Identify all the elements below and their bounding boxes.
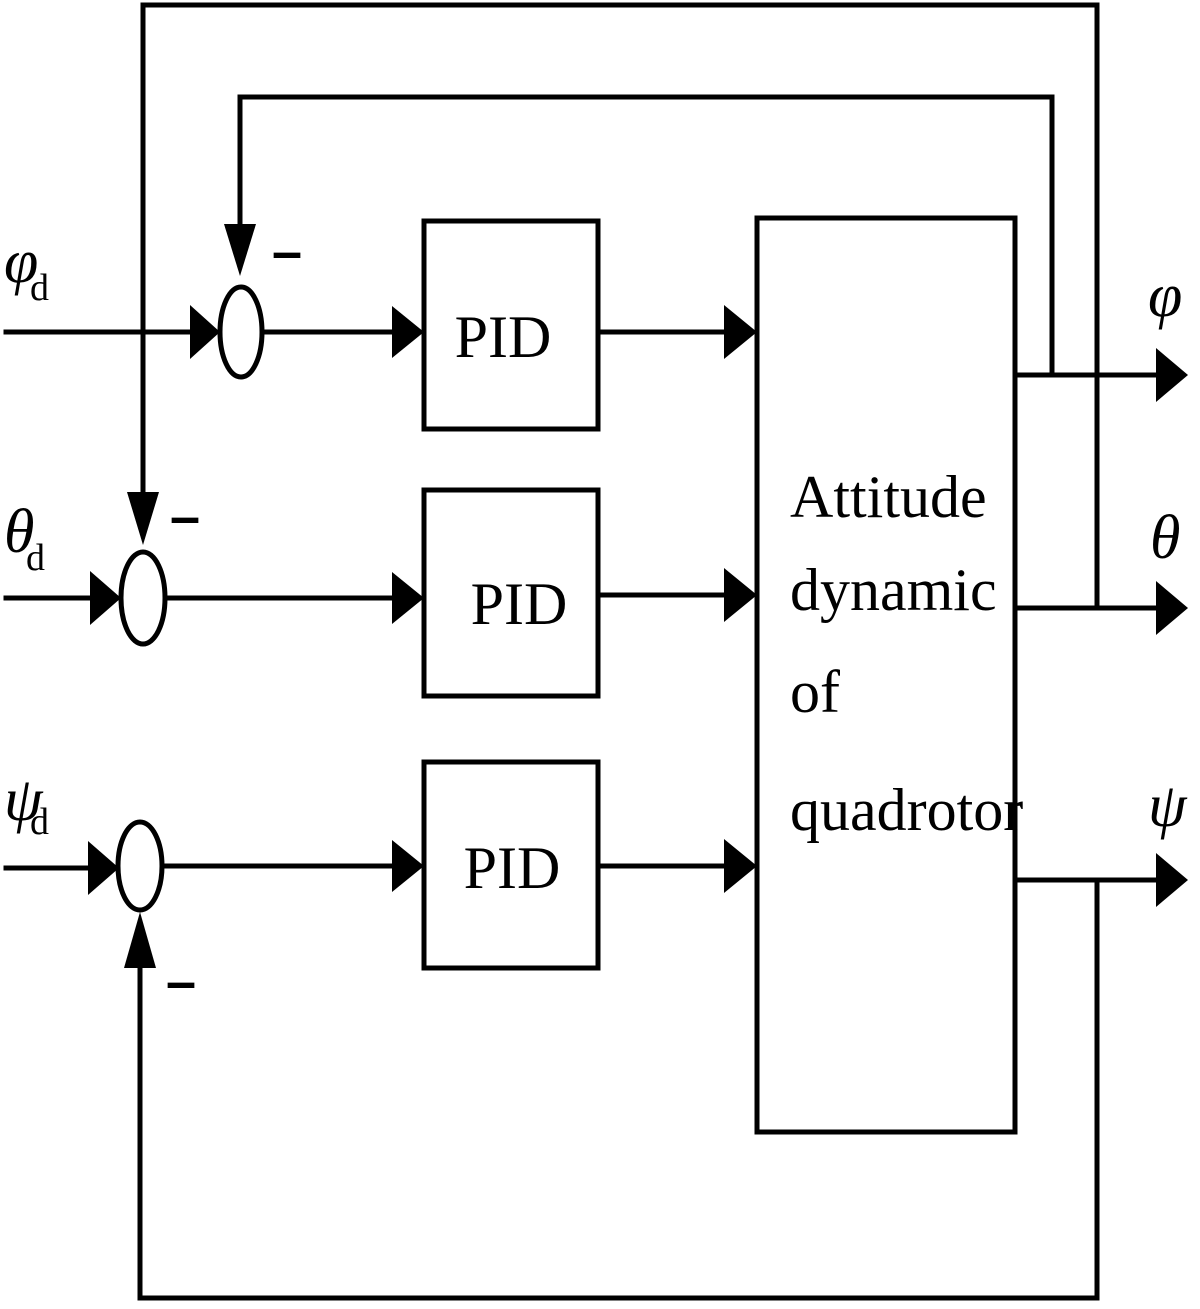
output-label-phi: φ <box>1148 262 1182 330</box>
plant-label-line-4: quadrotor <box>790 777 1023 843</box>
summing-junction-theta <box>118 549 168 647</box>
summing-junction-phi <box>217 284 265 380</box>
input-subscript-phi: d <box>30 267 49 309</box>
feedback-arrowhead-theta <box>127 492 159 545</box>
input-arrowhead-psi <box>88 841 119 895</box>
control-arrowhead-phi <box>724 305 757 359</box>
minus-sign-phi: – <box>272 222 302 282</box>
pid-block-phi <box>421 218 601 432</box>
output-label-psi: ψ <box>1148 772 1188 840</box>
plant-block <box>754 215 1018 1135</box>
minus-sign-psi: – <box>166 952 196 1012</box>
pid-label-psi: PID <box>464 835 561 901</box>
pid-block-psi <box>421 759 601 971</box>
input-arrowhead-phi <box>190 305 220 359</box>
feedback-line-phi <box>237 94 1055 378</box>
feedback-arrowhead-phi <box>224 224 256 276</box>
output-arrowhead-theta <box>1156 581 1188 635</box>
pid-label-phi: PID <box>455 304 552 370</box>
feedback-arrowhead-psi <box>124 912 156 968</box>
output-arrowhead-phi <box>1156 348 1188 402</box>
control-arrowhead-psi <box>724 839 757 893</box>
input-subscript-psi: d <box>30 801 49 843</box>
error-arrowhead-psi <box>392 840 424 892</box>
feedback-line-theta <box>140 2 1100 611</box>
input-label-phi: φ <box>4 228 38 296</box>
plant-label-line-1: Attitude <box>790 464 987 530</box>
plant-label-line-2: dynamic <box>790 557 997 623</box>
output-label-theta: θ <box>1150 504 1180 572</box>
control-arrowhead-theta <box>724 568 757 622</box>
minus-sign-theta: – <box>170 487 200 547</box>
error-arrowhead-theta <box>392 572 424 624</box>
feedback-line-psi <box>137 877 1100 1301</box>
error-arrowhead-phi <box>392 306 424 358</box>
pid-label-theta: PID <box>471 571 568 637</box>
output-arrowhead-psi <box>1156 853 1188 907</box>
pid-block-theta <box>421 487 601 699</box>
input-subscript-theta: d <box>26 537 45 579</box>
summing-junction-psi <box>115 819 165 913</box>
plant-label-line-3: of <box>790 659 840 725</box>
input-label-theta: θ <box>4 498 34 566</box>
input-arrowhead-theta <box>90 571 121 625</box>
input-label-psi: ψ <box>4 766 44 834</box>
